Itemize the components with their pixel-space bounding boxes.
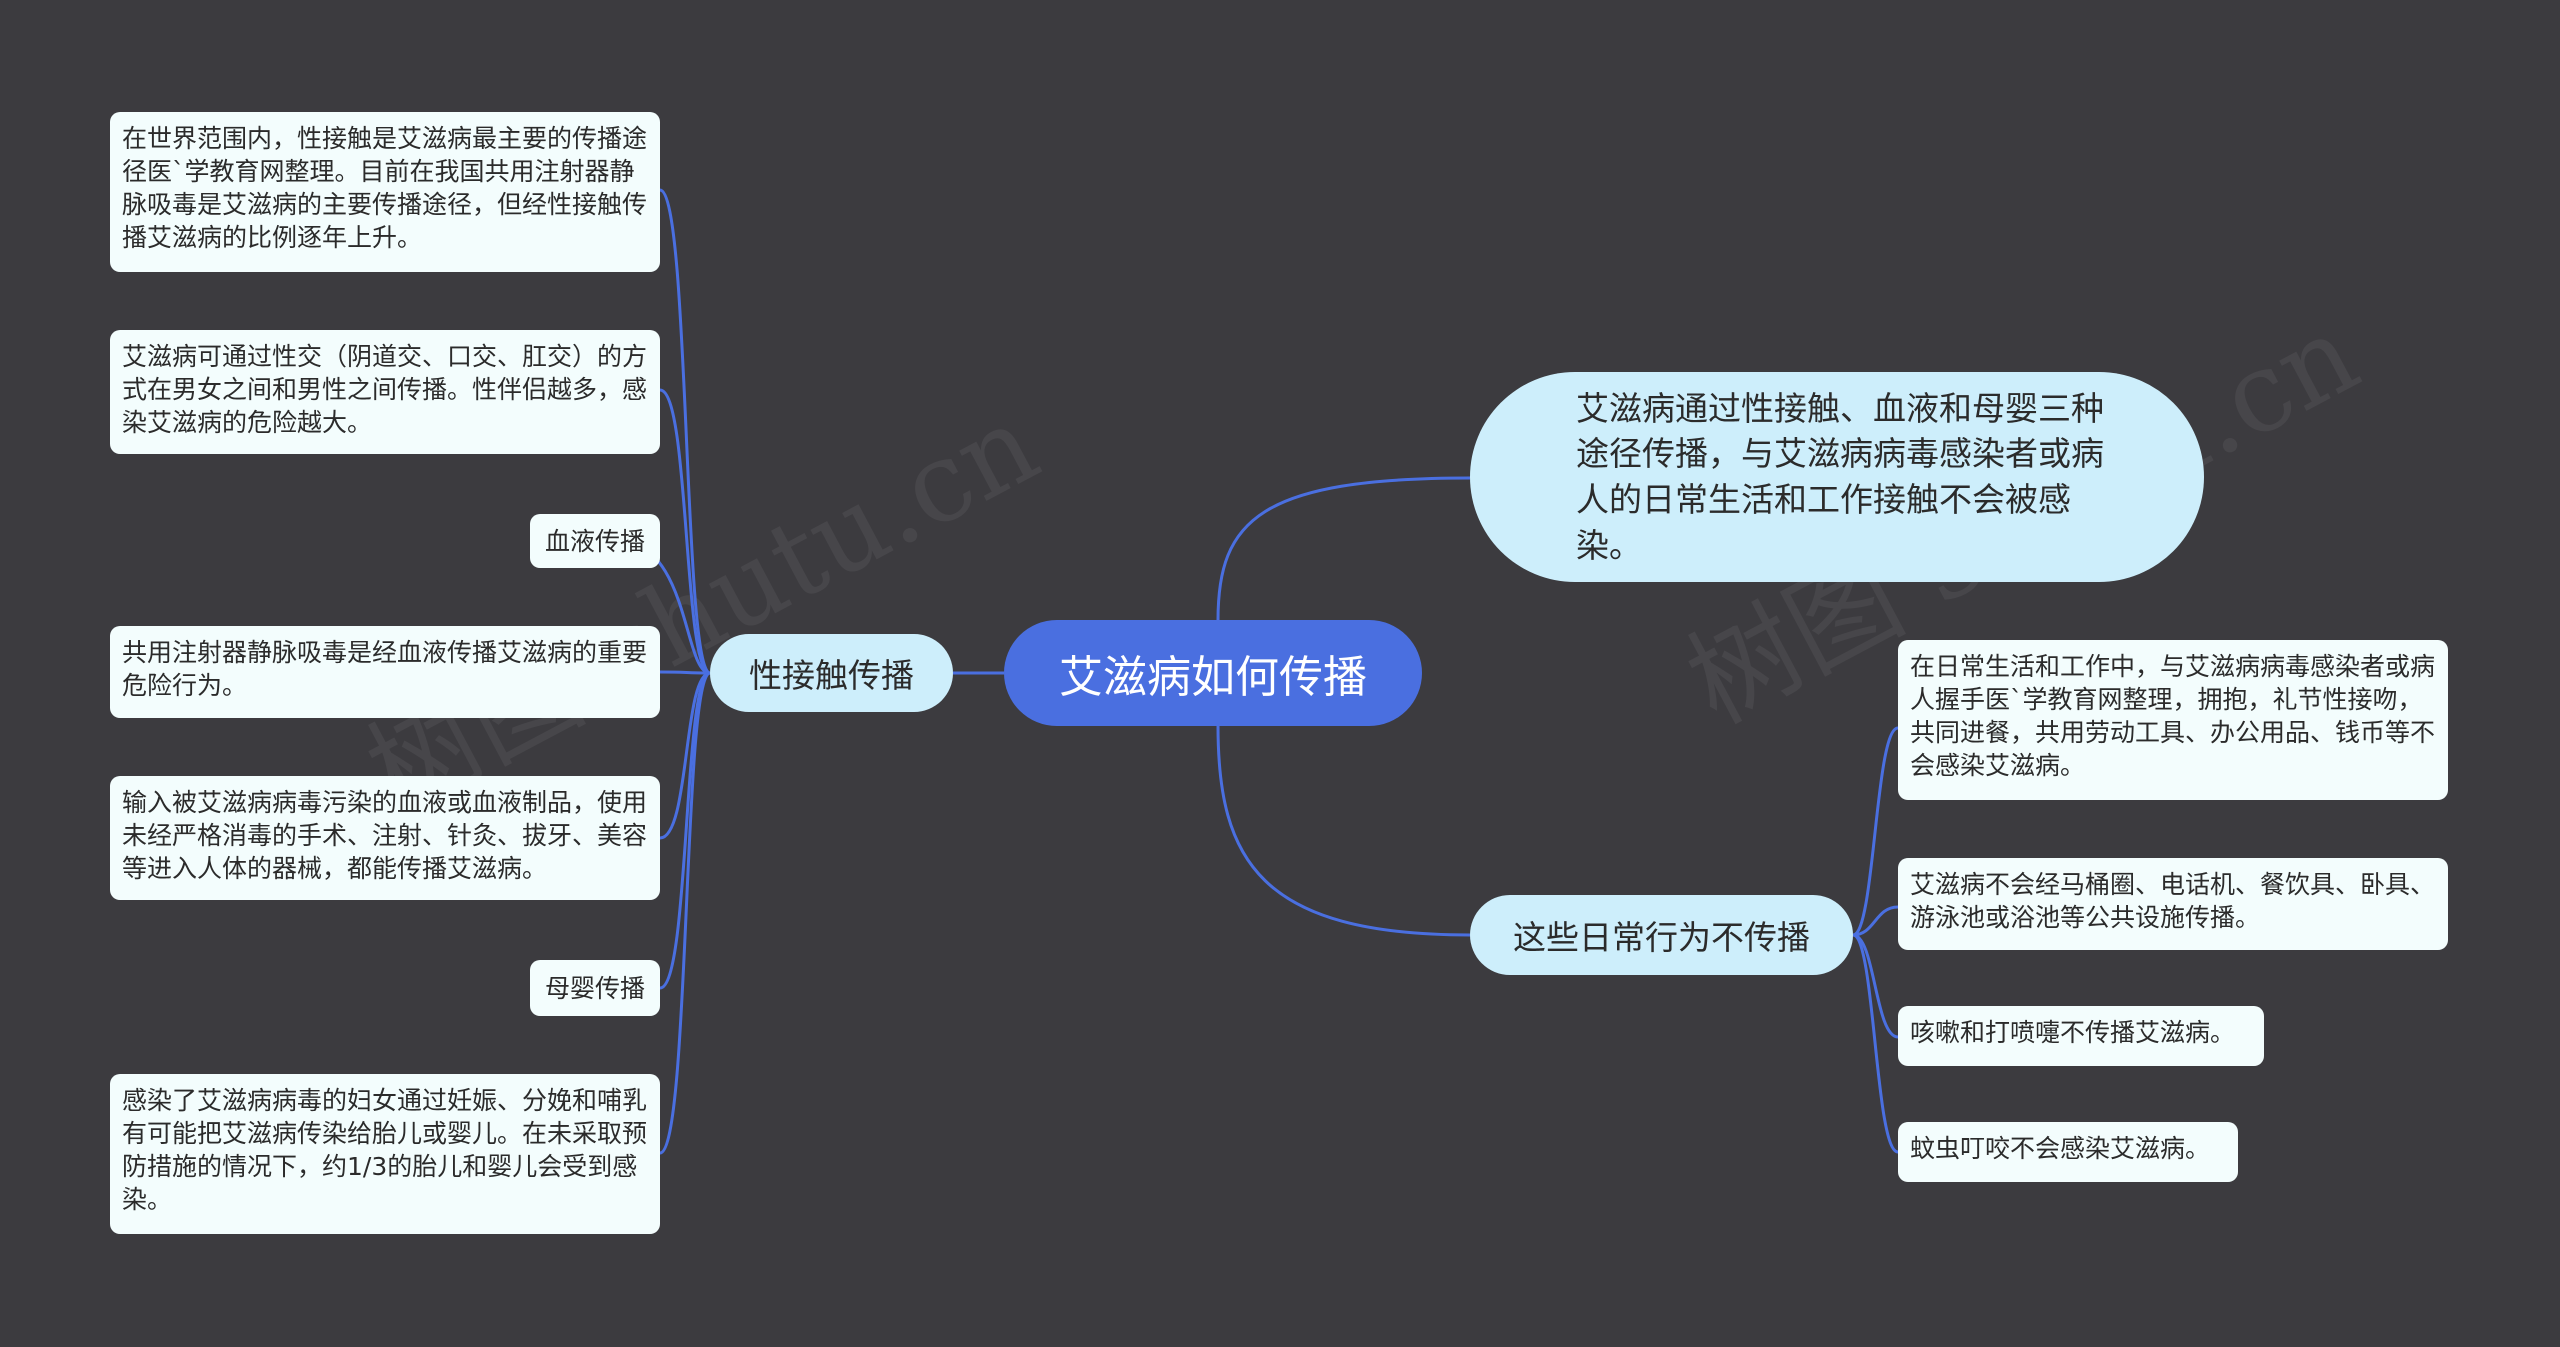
- link-right-leaf: [1852, 726, 1899, 937]
- leaf-blood-transmission[interactable]: 血液传播: [530, 514, 660, 568]
- link-root-right: [1216, 725, 1471, 937]
- link-left-leaf: [659, 388, 711, 675]
- leaf-blood-products[interactable]: 输入被艾滋病病毒污染的血液或血液制品，使用未经严格消毒的手术、注射、针灸、拔牙、…: [110, 776, 660, 900]
- link-left-leaf: [659, 671, 711, 1155]
- leaf-mosquito-bite[interactable]: 蚊虫叮咬不会感染艾滋病。: [1898, 1122, 2238, 1182]
- link-right-leaf: [1852, 933, 1899, 1154]
- leaf-daily-contact[interactable]: 在日常生活和工作中，与艾滋病病毒感染者或病人握手医`学教育网整理，拥抱，礼节性接…: [1898, 640, 2448, 800]
- leaf-mother-to-child[interactable]: 母婴传播: [530, 960, 660, 1016]
- summary-text: 艾滋病通过性接触、血液和母婴三种途径传播，与艾滋病病毒感染者或病人的日常生活和工…: [1576, 388, 2104, 565]
- leaf-shared-syringe[interactable]: 共用注射器静脉吸毒是经血液传播艾滋病的重要危险行为。: [110, 626, 660, 718]
- leaf-pregnancy-infection[interactable]: 感染了艾滋病病毒的妇女通过妊娠、分娩和哺乳有可能把艾滋病传染给胎儿或婴儿。在未采…: [110, 1074, 660, 1234]
- root-topic[interactable]: 艾滋病如何传播: [1004, 620, 1422, 726]
- link-left-leaf: [659, 188, 712, 675]
- link-right-leaf: [1852, 933, 1899, 1039]
- link-right-leaf: [1852, 905, 1899, 937]
- leaf-cough-sneeze[interactable]: 咳嗽和打喷嚏不传播艾滋病。: [1898, 1006, 2264, 1066]
- link-root-summary: [1216, 476, 1471, 621]
- leaf-sexual-intercourse[interactable]: 艾滋病可通过性交（阴道交、口交、肛交）的方式在男女之间和男性之间传播。性伴侣越多…: [110, 330, 660, 454]
- link-left-leaf: [659, 671, 711, 840]
- summary-topic[interactable]: 艾滋病通过性接触、血液和母婴三种途径传播，与艾滋病病毒感染者或病人的日常生活和工…: [1470, 372, 2204, 582]
- link-left-leaf: [659, 670, 711, 675]
- branch-sexual-transmission[interactable]: 性接触传播: [710, 634, 953, 712]
- leaf-public-facilities[interactable]: 艾滋病不会经马桶圈、电话机、餐饮具、卧具、游泳池或浴池等公共设施传播。: [1898, 858, 2448, 950]
- branch-no-transmission[interactable]: 这些日常行为不传播: [1470, 895, 1853, 975]
- leaf-sexual-main-route[interactable]: 在世界范围内，性接触是艾滋病最主要的传播途径医`学教育网整理。目前在我国共用注射…: [110, 112, 660, 272]
